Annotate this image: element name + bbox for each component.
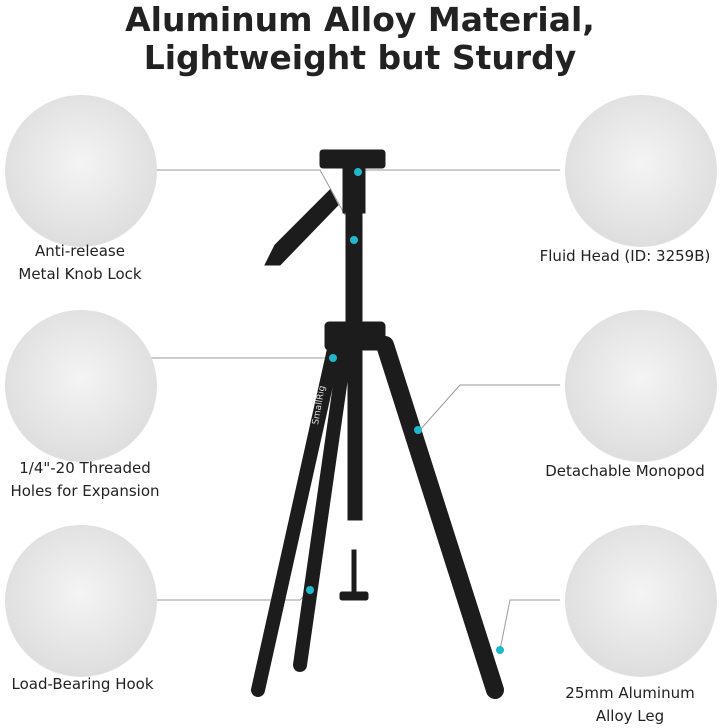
threaded-holes-label-line-1: 1/4"-20 Threaded (19, 459, 151, 477)
leg-detail-image (565, 525, 717, 677)
knob-lock-label: Anti-release Metal Knob Lock (0, 240, 160, 286)
headline-line-2: Lightweight but Sturdy (143, 38, 577, 77)
leg-label-line-2: Alloy Leg (595, 707, 665, 725)
leg-label: 25mm Aluminum Alloy Leg (550, 682, 710, 728)
headline-line-1: Aluminum Alloy Material, (125, 0, 595, 39)
knob-lock-label-line-2: Metal Knob Lock (18, 265, 142, 283)
fluid-head-label: Fluid Head (ID: 3259B) (539, 247, 711, 265)
hook-label: Load-Bearing Hook (11, 675, 154, 693)
tripod-body (251, 149, 504, 699)
leg-label-line-1: 25mm Aluminum (565, 684, 695, 702)
threaded-holes-label: 1/4"-20 Threaded Holes for Expansion (0, 457, 170, 503)
accent-dots (306, 168, 504, 654)
threaded-holes-label-line-2: Holes for Expansion (10, 482, 160, 500)
knob-lock-detail-image (5, 95, 157, 247)
fluid-head-detail-image (565, 95, 717, 247)
monopod-label: Detachable Monopod (545, 462, 705, 480)
knob-lock-label-line-1: Anti-release (35, 242, 125, 260)
leader-lines (150, 169, 560, 651)
hook-detail-image (5, 525, 157, 677)
threaded-holes-detail-image (5, 310, 157, 462)
monopod-detail-image (565, 310, 717, 462)
